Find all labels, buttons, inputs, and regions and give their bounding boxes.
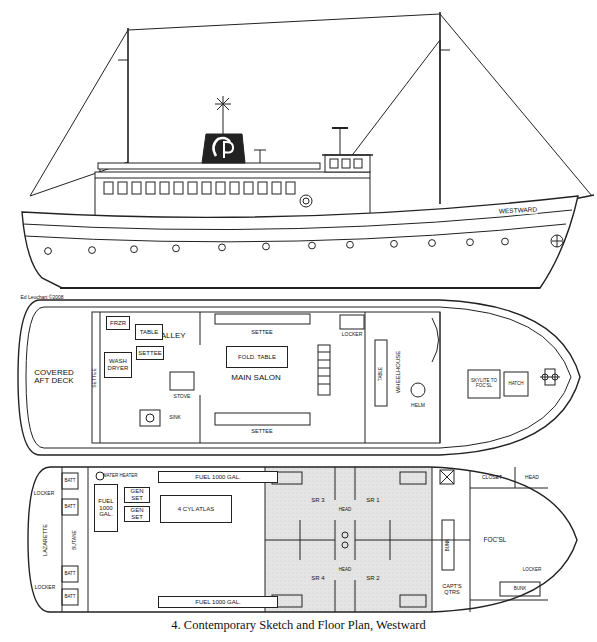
plan-label: LAZARETTE <box>43 524 49 556</box>
fixture-box: 4 CYL ATLAS <box>160 495 232 523</box>
plan-label: HEAD <box>339 568 352 573</box>
deckhouse-window <box>286 182 295 194</box>
deckhouse-window <box>230 182 239 194</box>
deckhouse-window <box>216 182 225 194</box>
plan-label: LOCKER <box>342 332 363 337</box>
profile-sketch <box>22 12 594 288</box>
plan-label: BATT <box>64 595 75 600</box>
fixture-label: FUEL 1000 GAL. <box>96 498 116 518</box>
fixture-box: FUEL 1000 GAL. <box>158 471 278 483</box>
deckhouse-window <box>146 182 155 194</box>
porthole <box>347 241 354 248</box>
plan-label: SR 1 <box>366 497 379 503</box>
deckhouse-window <box>132 182 141 194</box>
porthole <box>219 244 226 251</box>
plan-label: SINK <box>169 415 181 420</box>
plan-label: STOVE <box>174 394 191 399</box>
porthole <box>429 240 436 247</box>
figure-caption: 4. Contemporary Sketch and Floor Plan, W… <box>0 618 597 633</box>
fixture-box: SETTEE <box>136 346 164 360</box>
fixture-box: WASH DRYER <box>104 352 132 378</box>
plan-label: BUTANE <box>72 530 77 550</box>
fixture-box: FRZR <box>106 316 130 330</box>
main-deck-plan <box>18 300 580 455</box>
lower-deck-plan <box>28 467 577 612</box>
deckhouse-window <box>258 182 267 194</box>
fixture-box: FUEL 1000 GAL. <box>158 596 278 608</box>
plan-label: BATT <box>64 479 75 484</box>
plan-label: MAIN SALON <box>231 374 280 382</box>
plan-label: LOCKER <box>523 568 542 573</box>
porthole <box>45 248 52 255</box>
plan-label: BUNK <box>446 539 451 552</box>
plan-label: COVERED AFT DECK <box>30 369 78 386</box>
plan-label: TABLE <box>379 367 384 381</box>
plan-label: SETTEE <box>251 330 272 336</box>
porthole <box>89 247 96 254</box>
plan-label: SR 3 <box>311 497 324 503</box>
porthole <box>502 238 509 245</box>
plan-label: LOCKER <box>35 585 56 590</box>
deckhouse-window <box>202 182 211 194</box>
fixture-box: FOLD. TABLE <box>226 346 288 368</box>
fixture-box: GEN SET <box>124 506 150 522</box>
fixture-label: FRZR <box>110 320 126 327</box>
deckhouse-window <box>104 182 113 194</box>
plan-label: BATT <box>64 505 75 510</box>
plan-label: HEAD <box>339 508 352 513</box>
fixture-box: TABLE <box>135 324 163 340</box>
porthole <box>131 246 138 253</box>
plan-label: WATER HEATER <box>103 474 138 479</box>
plan-label: Ed Leuchart ©2008 <box>20 295 63 300</box>
fixture-label: GEN SET <box>126 507 148 520</box>
porthole <box>309 242 316 249</box>
fixture-label: FUEL 1000 GAL. <box>195 474 240 481</box>
fixture-label: TABLE <box>140 329 159 336</box>
plan-label: SETTEE <box>251 429 272 435</box>
porthole <box>173 245 180 252</box>
plan-label: WHEELHOUSE <box>395 351 401 394</box>
porthole <box>467 239 474 246</box>
deckhouse-window <box>118 182 127 194</box>
fixture-label: FUEL 1000 GAL. <box>195 599 240 606</box>
deckhouse-window <box>244 182 253 194</box>
plan-label: SETTEE <box>92 368 97 387</box>
plan-label: CAPT'S QTRS <box>438 584 466 596</box>
plan-label: SR 4 <box>311 575 324 581</box>
plan-label: HELM <box>411 403 425 408</box>
deckhouse-window <box>160 182 169 194</box>
plan-label: FOC'SL <box>484 537 507 544</box>
fixture-label: SETTEE <box>138 350 161 357</box>
plan-label: SR 2 <box>366 575 379 581</box>
porthole <box>391 240 398 247</box>
plan-label: LOCKER <box>34 491 55 496</box>
fixture-label: FOLD. TABLE <box>238 354 276 361</box>
plan-label: SKYLITE TO FOC'SL <box>469 379 499 388</box>
porthole <box>263 243 270 250</box>
plan-label: BUNK <box>514 587 527 592</box>
fixture-label: WASH DRYER <box>106 358 130 371</box>
deckhouse-window <box>272 182 281 194</box>
plan-label: HEAD <box>525 475 539 480</box>
fixture-box: FUEL 1000 GAL. <box>94 484 118 532</box>
fixture-label: GEN SET <box>126 488 148 501</box>
plan-label: BATT <box>64 572 75 577</box>
fixture-box: GEN SET <box>124 487 150 503</box>
deckhouse-window <box>188 182 197 194</box>
fixture-label: 4 CYL ATLAS <box>178 506 214 513</box>
plan-label: CLOSET <box>482 475 502 480</box>
plan-label: HATCH <box>508 382 523 387</box>
deckhouse-window <box>174 182 183 194</box>
